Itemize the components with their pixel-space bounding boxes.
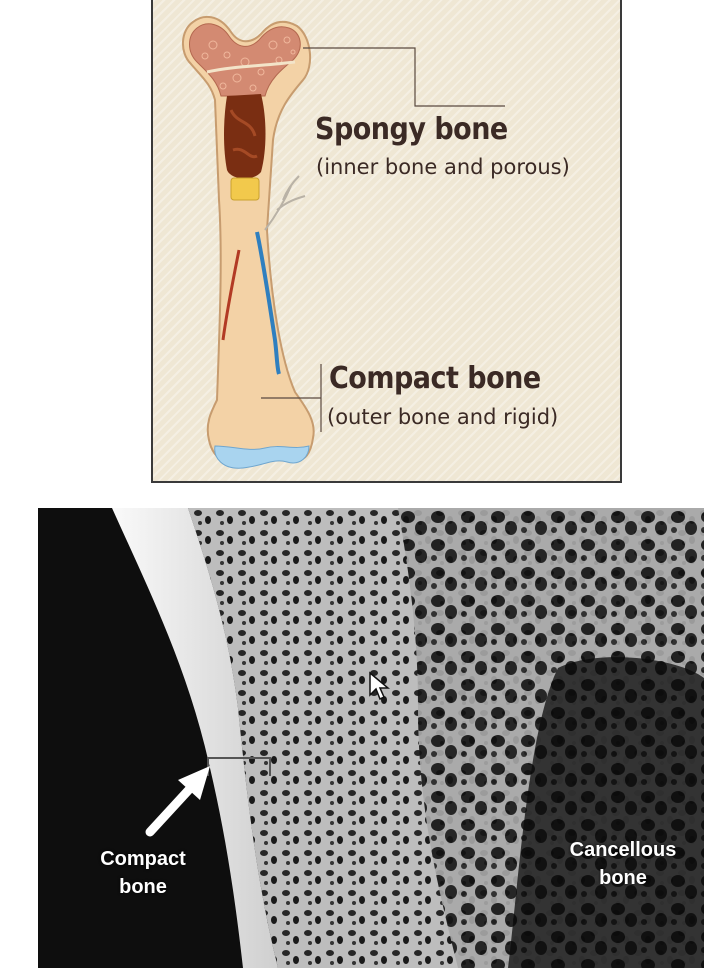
articular-cartilage <box>214 445 310 469</box>
epiphyseal-line <box>206 60 296 74</box>
cancellous-label-line2: bone <box>599 867 647 889</box>
bone-micrograph: Compact bone Cancellous bone <box>38 508 704 968</box>
compact-bone-label: Compact bone <box>78 845 208 901</box>
cancellous-bone-label: Cancellous bone <box>548 836 698 892</box>
spongy-pores <box>201 36 296 92</box>
bone-diagram: Spongy bone (inner bone and porous) Comp… <box>151 0 622 483</box>
cancellous-label-line1: Cancellous <box>569 839 677 861</box>
mouse-cursor-icon <box>369 671 390 701</box>
compact-bone-title: Compact bone <box>329 361 541 396</box>
nerve-branch <box>264 175 306 231</box>
spongy-tissue <box>189 23 301 97</box>
spongy-bone-subtitle: (inner bone and porous) <box>316 155 570 179</box>
compact-label-line1: Compact <box>100 848 186 870</box>
arrow-icon <box>145 766 210 837</box>
cancellous-void <box>508 657 704 968</box>
compact-label-line2: bone <box>119 876 167 898</box>
yellow-marrow <box>230 177 260 201</box>
spongy-leader-line <box>303 47 505 107</box>
long-bone-illustration <box>182 15 505 469</box>
vein <box>255 231 281 375</box>
artery <box>221 249 241 341</box>
marrow-cavity <box>224 94 266 179</box>
compact-bone-subtitle: (outer bone and rigid) <box>327 405 559 429</box>
micrograph-image <box>38 508 704 968</box>
marrow-texture <box>229 109 258 159</box>
bone-body <box>182 15 315 466</box>
spongy-bone-title: Spongy bone <box>315 112 508 147</box>
compact-bone-band <box>112 508 278 968</box>
